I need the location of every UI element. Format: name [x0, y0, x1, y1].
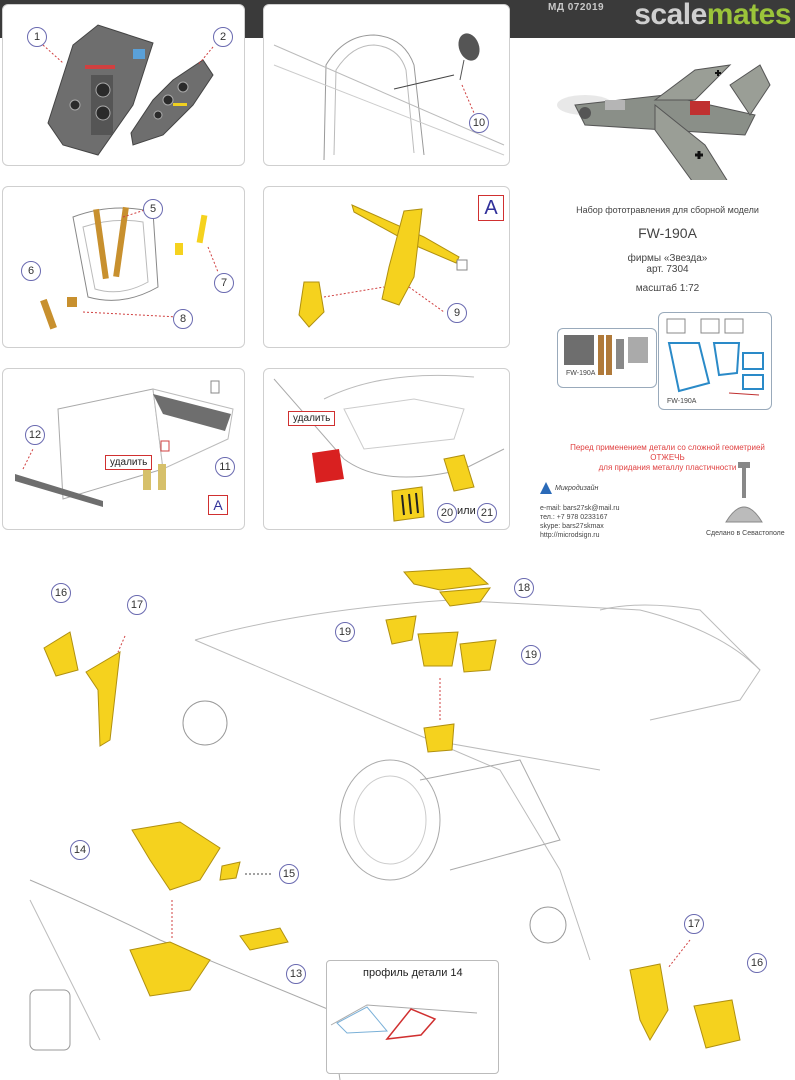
instrument-panel-drawing — [42, 24, 214, 156]
windscreen-drawing — [273, 33, 505, 161]
step-cockpit-floor: удалить 11 12 A — [2, 368, 245, 530]
callout-17-bottom: 17 — [684, 914, 704, 934]
or-label: или — [457, 505, 476, 517]
phone: тел.: +7 978 0233167 — [540, 514, 608, 521]
callout-17-top: 17 — [127, 595, 147, 615]
floor-drawing — [15, 380, 234, 507]
fret-left-drawing — [564, 335, 648, 375]
instruction-code: МД 072019 — [548, 2, 605, 13]
step-instrument-panels: 1 2 — [2, 4, 245, 166]
logo-part-1: scale — [634, 0, 707, 31]
step-gunsight: A 9 — [263, 186, 510, 348]
kit-info: Набор фототравления для сборной модели F… — [540, 205, 795, 294]
remove-label-fuselage: удалить — [288, 411, 336, 426]
fuselage-drawing — [273, 374, 505, 522]
fret-left-label: FW-190A — [566, 370, 596, 377]
section-a-marker-floor: A — [208, 495, 228, 515]
email[interactable]: e-mail: bars27sk@mail.ru — [540, 505, 620, 512]
callout-10: 10 — [469, 113, 489, 133]
callout-12: 12 — [25, 425, 45, 445]
callout-9: 9 — [447, 303, 467, 323]
callout-7: 7 — [214, 273, 234, 293]
anneal-warning: Перед применением детали со сложной геом… — [540, 443, 795, 473]
fret-right: FW-190A — [658, 312, 772, 410]
fret-right-label: FW-190A — [667, 398, 697, 405]
callout-6: 6 — [21, 261, 41, 281]
profile-box: профиль детали 14 — [326, 960, 499, 1074]
step-seat: 5 6 7 8 — [2, 186, 245, 348]
callout-20: 20 — [437, 503, 457, 523]
article: арт. 7304 — [646, 264, 689, 275]
site-logo[interactable]: scalemates — [634, 0, 791, 32]
callout-8: 8 — [173, 309, 193, 329]
callout-14: 14 — [70, 840, 90, 860]
monument-icon — [725, 462, 763, 523]
remove-label-floor: удалить — [105, 455, 153, 470]
monument-emblem — [722, 462, 766, 526]
brand-icon — [540, 482, 552, 494]
callout-16-bottom: 16 — [747, 953, 767, 973]
brand-name: Микродизайн — [555, 484, 599, 492]
step-windscreen: 10 — [263, 4, 510, 166]
callout-21: 21 — [477, 503, 497, 523]
callout-15: 15 — [279, 864, 299, 884]
seat-drawing — [40, 206, 219, 330]
kit-line: Набор фототравления для сборной модели — [576, 205, 759, 215]
callout-19-right: 19 — [521, 645, 541, 665]
gunsight-drawing — [298, 204, 468, 328]
callout-2: 2 — [213, 27, 233, 47]
skype: skype: bars27skmax — [540, 523, 604, 530]
logo-part-2: mates — [706, 0, 792, 31]
warning-line-3: для придания металлу пластичности — [598, 463, 737, 472]
brand-logo: Микродизайн — [540, 482, 700, 494]
callout-19-left: 19 — [335, 622, 355, 642]
contacts: Микродизайн e-mail: bars27sk@mail.ru тел… — [540, 482, 700, 540]
fret-right-drawing — [666, 318, 764, 396]
model-photo — [545, 45, 790, 186]
fw190-photo-illustration — [557, 64, 771, 186]
fret-left: FW-190A — [557, 328, 657, 388]
profile-drawing — [330, 1004, 478, 1040]
step-fuselage-panel: удалить 20 или 21 — [263, 368, 510, 530]
scale: масштаб 1:72 — [635, 283, 700, 294]
callout-13: 13 — [286, 964, 306, 984]
callout-16-top: 16 — [51, 583, 71, 603]
model-title: FW-190A — [638, 225, 697, 241]
callout-11: 11 — [215, 457, 235, 477]
callout-1: 1 — [27, 27, 47, 47]
maker: фирмы «Звезда» — [627, 253, 708, 264]
profile-title: профиль детали 14 — [363, 967, 463, 979]
made-in: Сделано в Севастополе — [706, 530, 785, 537]
callout-5: 5 — [143, 199, 163, 219]
warning-line-1: Перед применением детали со сложной геом… — [570, 443, 765, 452]
callout-18: 18 — [514, 578, 534, 598]
warning-line-2: ОТЖЕЧЬ — [650, 453, 685, 462]
section-a-marker: A — [478, 195, 504, 221]
website-link[interactable]: http://microdsign.ru — [540, 532, 600, 539]
aircraft-exploded-view — [29, 567, 761, 1080]
